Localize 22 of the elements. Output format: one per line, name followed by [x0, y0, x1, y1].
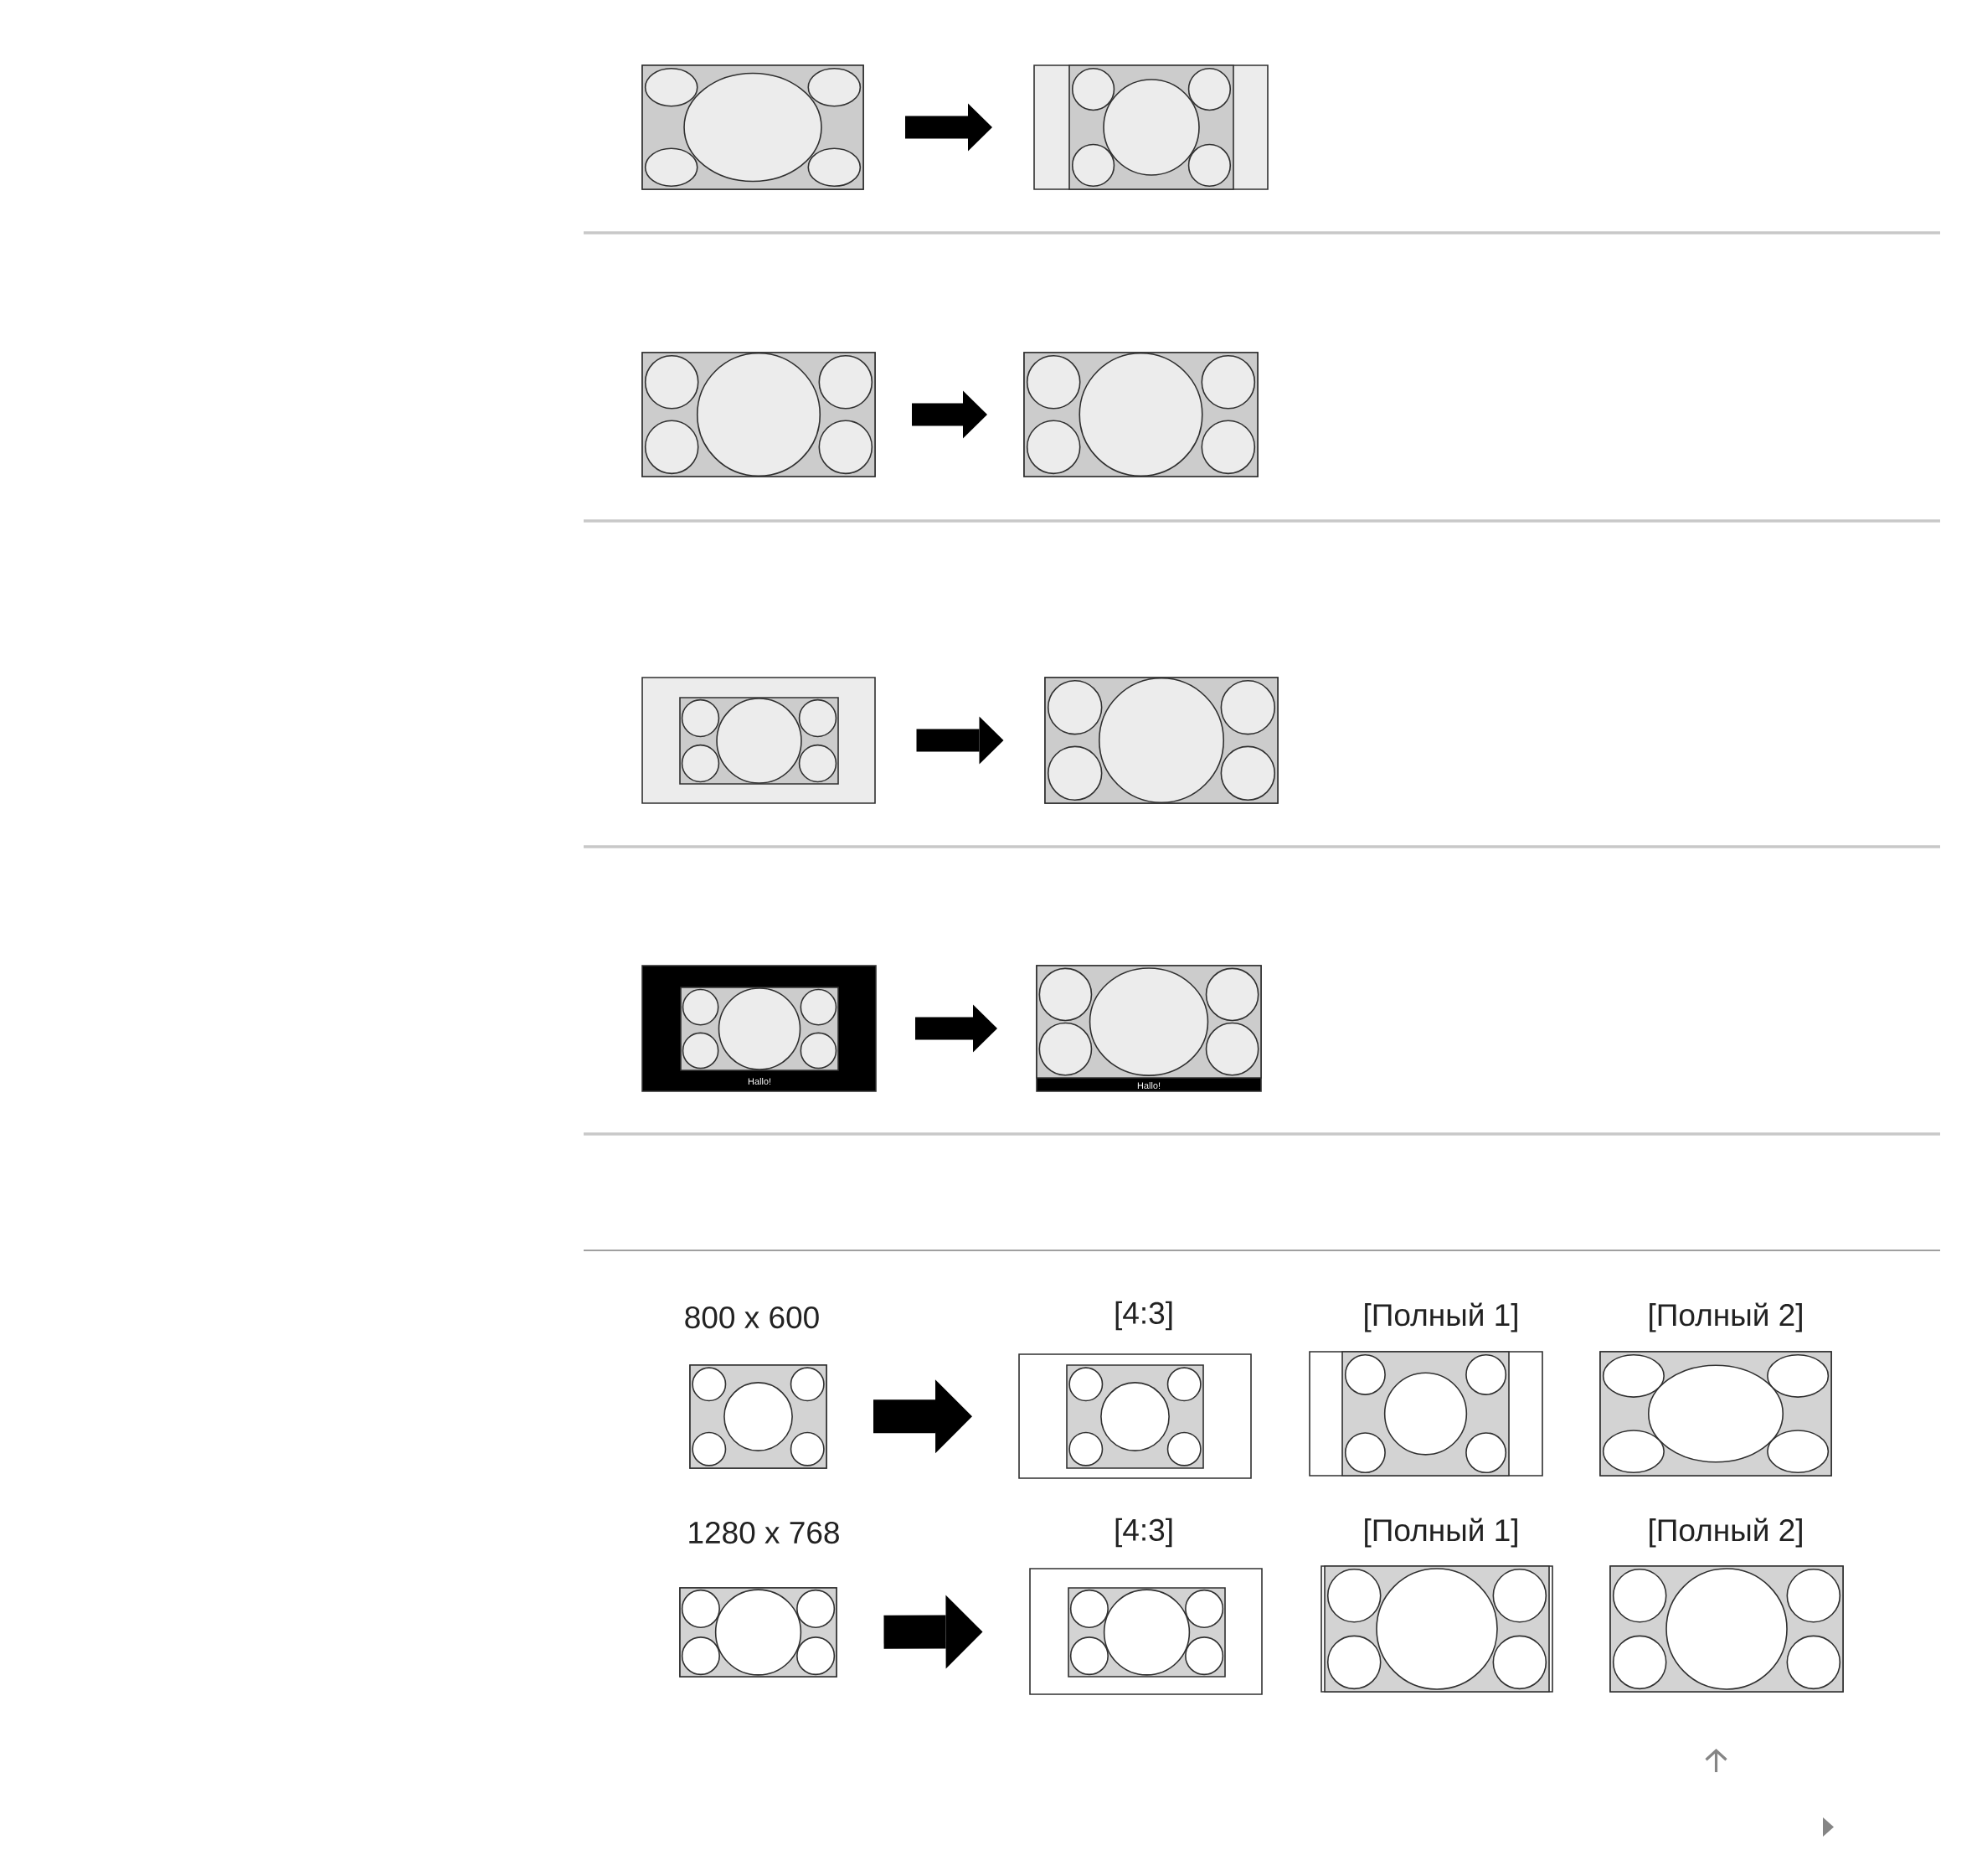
mode-label: [Полный 1] — [1365, 1302, 1517, 1332]
subtitle-text: Hallo! — [748, 1078, 771, 1085]
screen-picture — [1023, 352, 1259, 477]
mode-label: [4:3] — [1115, 1518, 1172, 1548]
screen-picture — [641, 677, 876, 804]
mode-label: [Полный 2] — [1650, 1302, 1802, 1332]
mode-label: [Полный 1] — [1365, 1518, 1517, 1548]
screen-picture — [641, 352, 876, 477]
subtitle-text: Hallo! — [1137, 1082, 1161, 1090]
screen-picture — [641, 64, 864, 190]
block-arrow — [905, 103, 992, 152]
block-arrow — [915, 1004, 997, 1053]
block-arrow — [912, 390, 987, 439]
block-arrow — [916, 716, 1004, 765]
block-arrow — [873, 1379, 972, 1454]
screen-picture — [1044, 677, 1279, 804]
mode-label: [4:3] — [1115, 1301, 1172, 1331]
mode-label: [Полный 2] — [1650, 1518, 1802, 1548]
resolution-label: 1280 x 768 — [689, 1521, 839, 1544]
block-arrow — [883, 1595, 983, 1669]
resolution-label: 800 x 600 — [685, 1306, 819, 1329]
screen-picture — [1033, 64, 1269, 190]
